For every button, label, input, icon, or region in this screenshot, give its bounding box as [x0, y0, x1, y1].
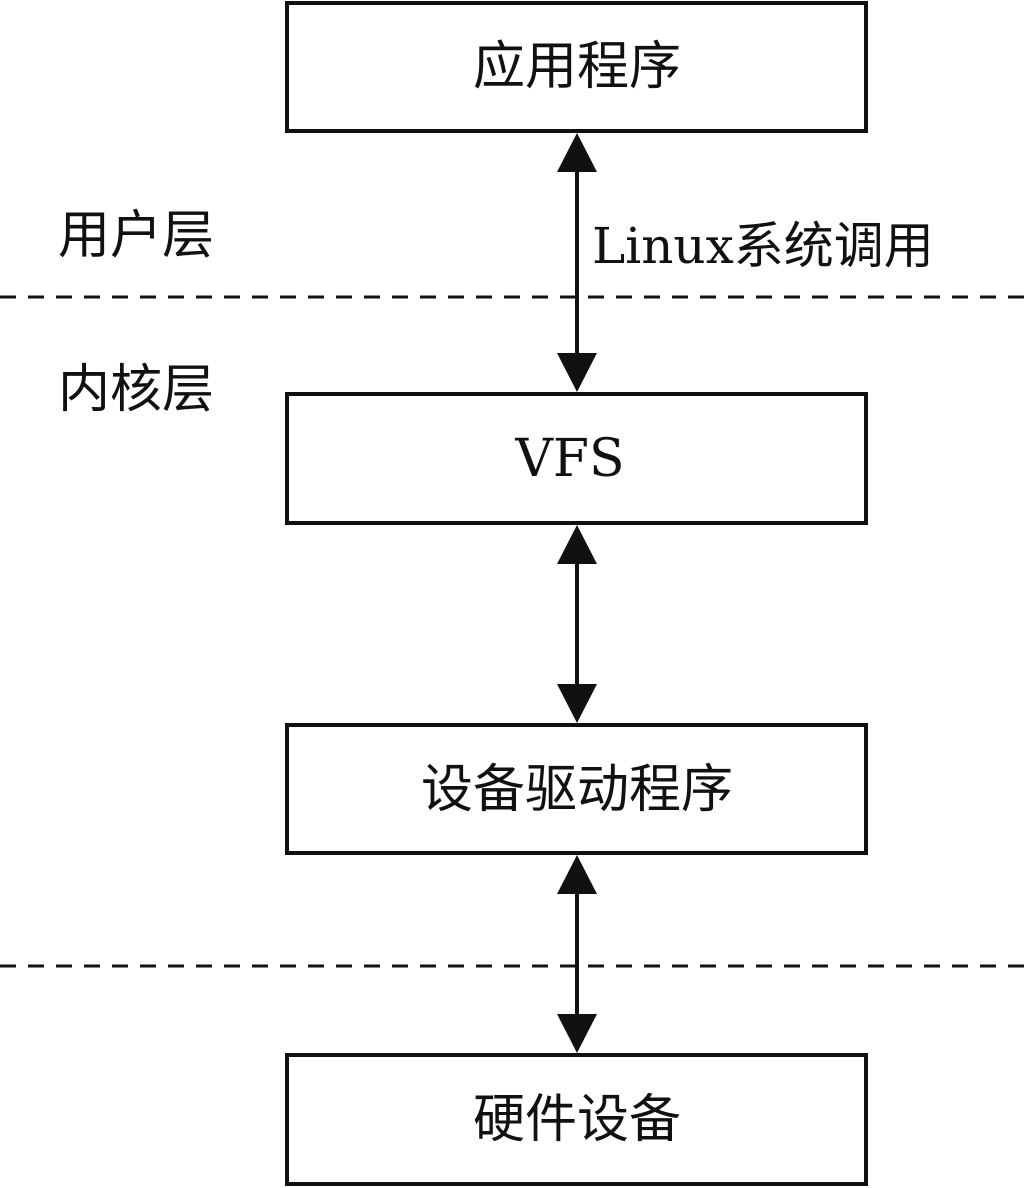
driver-box-label: 设备驱动程序 — [421, 760, 733, 820]
driver-hardware-arrow — [557, 855, 597, 1053]
vfs-box-label: VFS — [514, 429, 624, 489]
vfs-box: VFS — [285, 392, 868, 525]
app-box: 应用程序 — [285, 1, 868, 133]
driver-box: 设备驱动程序 — [285, 723, 868, 855]
syscall-arrow-label: Linux系统调用 — [592, 217, 934, 275]
app-box-label: 应用程序 — [473, 37, 681, 97]
syscall-arrow — [557, 133, 597, 392]
hardware-box: 硬件设备 — [285, 1053, 868, 1186]
user-layer-label: 用户层 — [58, 206, 214, 266]
hardware-box-label: 硬件设备 — [473, 1090, 681, 1150]
kernel-layer-label: 内核层 — [58, 360, 214, 420]
vfs-driver-arrow — [557, 525, 597, 723]
